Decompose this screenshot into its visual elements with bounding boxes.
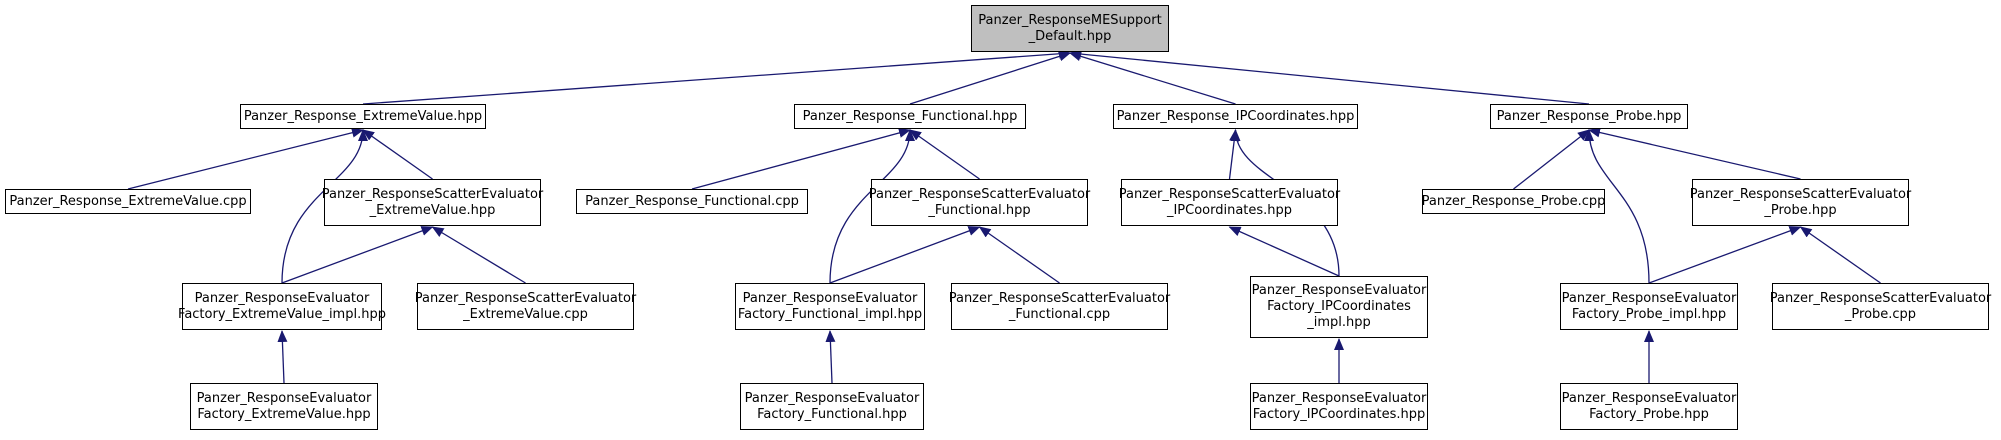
edge-fun_cpp-to-fun_hpp [691,128,911,190]
edge-ext_cpp-to-ext_hpp [127,127,364,190]
node-scatterevaluator-extremevalue-hpp[interactable]: Panzer_ResponseScatterEvaluator _Extreme… [321,179,544,226]
node-label-line: Factory_Probe_impl.hpp [1571,306,1727,322]
node-label-line: Factory_ExtremeValue.hpp [197,406,371,422]
node-response-probe-cpp[interactable]: Panzer_Response_Probe.cpp [1422,189,1605,214]
edge-ext_impl-to-ext_scat [281,226,434,284]
edge-fun_fac-to-fun_impl [825,330,836,384]
node-label-line: Panzer_ResponseEvaluator [742,290,918,306]
node-evaluatorfactory-ipcoordinates-impl-hpp[interactable]: Panzer_ResponseEvaluator Factory_IPCoord… [1250,276,1428,338]
node-label-line: Panzer_Response_IPCoordinates.hpp [1116,108,1355,124]
node-label-line: _Functional.cpp [1008,306,1111,322]
edge-ext_hpp-to-root [362,48,1071,105]
edge-prb_hpp-to-root [1069,49,1590,105]
node-label-line: Panzer_ResponseScatterEvaluator [868,186,1091,202]
node-label-line: _Default.hpp [1028,28,1112,44]
node-label-line: Panzer_ResponseScatterEvaluator [414,290,637,306]
node-label-line: Panzer_Response_Functional.cpp [585,193,799,209]
node-label-line: Panzer_ResponseEvaluator [1251,283,1427,298]
node-scatterevaluator-probe-cpp[interactable]: Panzer_ResponseScatterEvaluator _Probe.c… [1769,283,1992,330]
node-label-line: Panzer_Response_Probe.hpp [1496,108,1682,124]
node-label-line: _impl.hpp [1307,315,1371,330]
node-scatterevaluator-functional-hpp[interactable]: Panzer_ResponseScatterEvaluator _Functio… [868,179,1091,226]
node-label-line: Panzer_Response_Probe.cpp [1421,193,1606,209]
edge-prb_cpp-to-prb_hpp [1513,129,1590,190]
edge-ext_impl-to-ext_hpp [281,129,368,284]
node-label-line: _Functional.hpp [928,202,1031,218]
node-label-line: Panzer_ResponseEvaluator [1561,390,1737,406]
node-response-functional-cpp[interactable]: Panzer_Response_Functional.cpp [576,189,808,214]
node-label-line: Panzer_ResponseEvaluator [1251,390,1427,406]
node-scatterevaluator-functional-cpp[interactable]: Panzer_ResponseScatterEvaluator _Functio… [948,283,1171,330]
node-label-line: Panzer_Response_ExtremeValue.hpp [243,108,483,124]
node-evaluatorfactory-probe-impl-hpp[interactable]: Panzer_ResponseEvaluator Factory_Probe_i… [1560,283,1738,330]
node-response-functional-hpp[interactable]: Panzer_Response_Functional.hpp [794,104,1026,129]
node-evaluatorfactory-probe-hpp[interactable]: Panzer_ResponseEvaluator Factory_Probe.h… [1560,383,1738,430]
edge-fun_scat_cpp-to-fun_scat [978,226,1060,284]
node-label-line: Factory_Probe.hpp [1589,406,1709,422]
node-evaluatorfactory-functional-impl-hpp[interactable]: Panzer_ResponseEvaluator Factory_Functio… [735,283,925,330]
node-label-line: _ExtremeValue.hpp [369,202,496,218]
edge-ext_scat_cpp-to-ext_scat [431,226,526,284]
node-label-line: _IPCoordinates.hpp [1166,202,1293,218]
edge-prb_impl-to-prb_hpp [1584,129,1650,284]
node-label-line: Panzer_Response_Functional.hpp [802,108,1018,124]
node-response-probe-hpp[interactable]: Panzer_Response_Probe.hpp [1490,104,1688,129]
edge-ext_fac-to-ext_impl [277,330,288,384]
edge-ipc_impl-to-ipc_scat [1228,226,1340,277]
node-label-line: Panzer_ResponseEvaluator [744,390,920,406]
node-evaluatorfactory-extremevalue-hpp[interactable]: Panzer_ResponseEvaluator Factory_Extreme… [190,383,378,430]
node-label-line: Panzer_ResponseMESupport [978,12,1162,28]
node-label-line: Factory_Functional.hpp [757,406,907,422]
node-label-line: Factory_Functional_impl.hpp [737,306,923,322]
node-scatterevaluator-probe-hpp[interactable]: Panzer_ResponseScatterEvaluator _Probe.h… [1689,179,1912,226]
node-response-extremevalue-hpp[interactable]: Panzer_Response_ExtremeValue.hpp [240,104,486,129]
edge-fun_impl-to-fun_scat [829,226,981,284]
edge-ipc_hpp-to-root [1069,51,1236,105]
node-label-line: Factory_IPCoordinates.hpp [1252,406,1426,422]
node-label-line: _Probe.hpp [1764,202,1837,218]
edge-fun_hpp-to-root [909,51,1071,105]
node-label-line: Panzer_Response_ExtremeValue.cpp [9,193,247,209]
node-label-line: Panzer_ResponseScatterEvaluator [1118,186,1341,202]
node-scatterevaluator-ipcoordinates-hpp[interactable]: Panzer_ResponseScatterEvaluator _IPCoord… [1118,179,1341,226]
edge-prb_impl-to-prb_scat [1648,226,1802,284]
node-label-line: Panzer_ResponseEvaluator [1561,290,1737,306]
edge-prb_scat-to-prb_hpp [1588,127,1801,180]
node-evaluatorfactory-extremevalue-impl-hpp[interactable]: Panzer_ResponseEvaluator Factory_Extreme… [178,283,386,330]
edge-ext_scat-to-ext_hpp [362,129,433,180]
node-label-line: _ExtremeValue.cpp [463,306,588,322]
node-label-line: Factory_IPCoordinates [1267,299,1411,314]
node-label-line: Factory_ExtremeValue_impl.hpp [178,306,386,322]
node-label-line: Panzer_ResponseScatterEvaluator [1769,290,1992,306]
node-response-ipcoordinates-hpp[interactable]: Panzer_Response_IPCoordinates.hpp [1113,104,1358,129]
node-label-line: Panzer_ResponseScatterEvaluator [1689,186,1912,202]
edge-prb_scat_cpp-to-prb_scat [1799,226,1881,284]
edge-ipc_scat-to-ipc_hpp [1228,129,1240,180]
node-label-line: Panzer_ResponseScatterEvaluator [321,186,544,202]
node-response-extremevalue-cpp[interactable]: Panzer_Response_ExtremeValue.cpp [5,189,251,214]
node-label-line: Panzer_ResponseEvaluator [196,390,372,406]
node-label-line: Panzer_ResponseScatterEvaluator [948,290,1171,306]
node-root-mesupport-default-hpp[interactable]: Panzer_ResponseMESupport _Default.hpp [971,5,1169,52]
node-label-line: _Probe.cpp [1844,306,1917,322]
node-evaluatorfactory-functional-hpp[interactable]: Panzer_ResponseEvaluator Factory_Functio… [740,383,924,430]
node-evaluatorfactory-ipcoordinates-hpp[interactable]: Panzer_ResponseEvaluator Factory_IPCoord… [1250,383,1428,430]
edge-fun_scat-to-fun_hpp [909,129,980,180]
node-scatterevaluator-extremevalue-cpp[interactable]: Panzer_ResponseScatterEvaluator _Extreme… [414,283,637,330]
edge-fun_impl-to-fun_hpp [829,129,915,284]
node-label-line: Panzer_ResponseEvaluator [194,290,370,306]
